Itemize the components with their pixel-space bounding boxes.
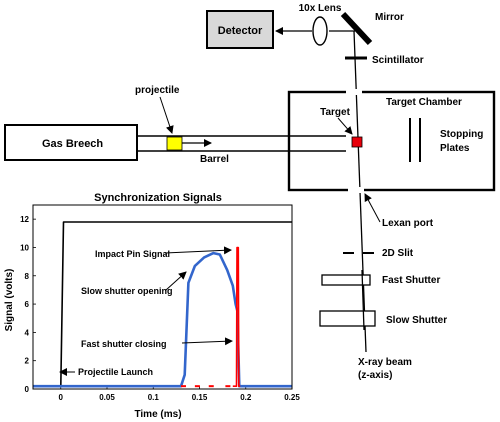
y-tick-label: 10	[20, 243, 29, 252]
detector: Detector	[206, 10, 274, 49]
synchronization-chart: Synchronization Signals Signal (volts) T…	[4, 192, 300, 420]
chart-annotation-label: Slow shutter opening	[81, 286, 173, 296]
fast-shutter-label: Fast Shutter	[382, 275, 440, 286]
lexan-port-top	[346, 89, 362, 95]
target-arrow	[337, 117, 353, 135]
gas-breech	[4, 124, 138, 161]
chart-annotation-arrow	[181, 337, 233, 346]
scintillator-label: Scintillator	[372, 55, 424, 66]
x-tick-label: 0.1	[148, 393, 160, 402]
stopping-plates-label-2: Plates	[440, 143, 470, 154]
x-tick-label: 0.05	[99, 393, 115, 402]
xray-beam-label-2: (z-axis)	[358, 370, 392, 381]
x-tick-label: 0.15	[192, 393, 208, 402]
target	[351, 136, 363, 148]
projectile-label: projectile	[135, 85, 180, 96]
fast-shutter	[321, 274, 371, 286]
x-tick-label: 0	[59, 393, 64, 402]
lens-label: 10x Lens	[299, 3, 342, 14]
lens	[312, 16, 328, 46]
target-chamber	[287, 90, 496, 192]
y-tick-label: 0	[25, 385, 30, 394]
chart-annotation-label: Projectile Launch	[78, 367, 153, 377]
y-tick-label: 8	[25, 272, 30, 281]
lexan-port-bottom	[348, 187, 364, 193]
chart-title: Synchronization Signals	[94, 192, 222, 204]
impact-pin-signal-line	[232, 246, 241, 388]
y-tick-label: 2	[25, 357, 30, 366]
target-label: Target	[320, 107, 350, 118]
shutter-signal-line	[33, 251, 292, 388]
x-tick-label: 0.25	[284, 393, 300, 402]
lexan-port-label: Lexan port	[382, 218, 434, 229]
x-tick-label: 0.2	[240, 393, 252, 402]
projectile	[166, 136, 183, 151]
chart-annotation-arrow	[165, 271, 187, 291]
chart-ylabel: Signal (volts)	[4, 269, 15, 332]
y-tick-label: 4	[25, 328, 30, 337]
stopping-plates-label-1: Stopping	[440, 129, 483, 140]
y-tick-label: 12	[20, 215, 29, 224]
lexan-port-arrow	[364, 193, 381, 223]
detector-box	[206, 10, 274, 49]
slit-2d-label: 2D Slit	[382, 248, 414, 259]
chart-annotation-label: Impact Pin Signal	[95, 249, 170, 259]
mirror-label: Mirror	[375, 12, 404, 23]
target-chamber-label: Target Chamber	[386, 97, 462, 108]
detector-label: Detector	[218, 25, 263, 37]
y-tick-label: 6	[25, 300, 30, 309]
chart-xlabel: Time (ms)	[134, 409, 181, 420]
mirror	[340, 11, 373, 46]
chart-annotation-arrow	[164, 246, 232, 255]
slow-shutter	[319, 310, 376, 327]
launch-signal-line	[33, 221, 292, 388]
projectile-label-arrow	[159, 96, 174, 134]
slow-shutter-label: Slow Shutter	[386, 315, 447, 326]
xray-beam-label-1: X-ray beam	[358, 357, 412, 368]
xray-beam-through-shutters	[361, 269, 365, 331]
gas-breech-label: Gas Breech	[42, 138, 103, 150]
plot-area-frame	[32, 204, 293, 390]
chart-annotation-label: Fast shutter closing	[81, 339, 167, 349]
barrel-label: Barrel	[200, 154, 229, 165]
